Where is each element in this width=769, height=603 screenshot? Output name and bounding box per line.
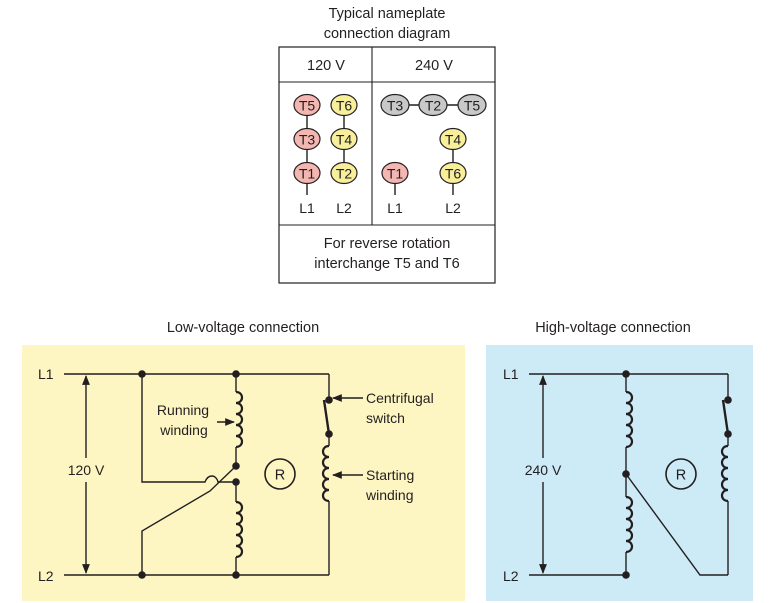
terminal-group-240v-tied: T3 T2 T5 bbox=[380, 93, 487, 117]
column-120v-header: 120 V bbox=[307, 58, 345, 74]
hv-cross-wire bbox=[625, 473, 728, 576]
terminal-t3-label: T3 bbox=[387, 98, 404, 114]
terminal-t5-label: T5 bbox=[299, 98, 316, 114]
terminal-t4 bbox=[439, 127, 467, 151]
hv-running-winding-lower bbox=[625, 495, 634, 554]
lv-junction-dot bbox=[232, 462, 240, 470]
lv-running-winding-upper bbox=[235, 390, 244, 449]
high-voltage-background bbox=[486, 345, 753, 601]
nameplate-title-line1: Typical nameplate bbox=[329, 6, 446, 22]
line-l1-label: L1 bbox=[387, 200, 403, 216]
terminal-t5-label: T5 bbox=[464, 98, 481, 114]
terminal-group-120v-l1: T5 T3 T1 L1 bbox=[293, 93, 321, 216]
hv-rotor-icon bbox=[665, 458, 697, 490]
terminal-t3 bbox=[380, 93, 410, 117]
hv-junction-dot bbox=[622, 470, 630, 478]
terminal-t5 bbox=[457, 93, 487, 117]
terminal-t4-label: T4 bbox=[336, 132, 353, 148]
terminal-t6 bbox=[439, 161, 467, 185]
low-voltage-background bbox=[22, 345, 465, 601]
hv-centrifugal-switch bbox=[721, 399, 730, 435]
lv-running-winding-lower bbox=[235, 500, 244, 559]
hv-running-winding-upper bbox=[625, 390, 634, 449]
terminal-group-240v-l2: T4 T6 L2 bbox=[439, 127, 467, 216]
terminal-t1-label: T1 bbox=[387, 166, 404, 182]
lv-starting-label-1: Starting bbox=[366, 467, 414, 483]
terminal-t4-label: T4 bbox=[445, 132, 462, 148]
line-l1-label: L1 bbox=[299, 200, 315, 216]
terminal-t1-label: T1 bbox=[299, 166, 316, 182]
hv-starting-winding bbox=[720, 444, 729, 503]
terminal-t6 bbox=[330, 93, 358, 117]
terminal-t5 bbox=[293, 93, 321, 117]
nameplate-diagram: Typical nameplate connection diagram 120… bbox=[278, 6, 496, 284]
lv-junction-dot bbox=[138, 370, 146, 378]
lv-switch-label-2: switch bbox=[366, 410, 405, 426]
nameplate-title-line2: connection diagram bbox=[324, 26, 451, 42]
terminal-t2-label: T2 bbox=[336, 166, 353, 182]
lv-junction-dot bbox=[232, 571, 240, 579]
terminal-t1 bbox=[293, 161, 321, 185]
hv-line1-label: L1 bbox=[503, 366, 519, 382]
lv-running-label-1: Running bbox=[157, 402, 209, 418]
terminal-t2 bbox=[330, 161, 358, 185]
high-voltage-title: High-voltage connection bbox=[535, 320, 691, 336]
terminal-t3 bbox=[293, 127, 321, 151]
high-voltage-panel: High-voltage connection L1 L2 240 V R bbox=[486, 320, 753, 601]
hv-switch-contact-dot bbox=[724, 396, 732, 404]
lv-switch-label-1: Centrifugal bbox=[366, 390, 434, 406]
lv-junction-dot bbox=[232, 370, 240, 378]
lv-switch-contact-dot bbox=[325, 430, 333, 438]
lv-line2-label: L2 bbox=[38, 568, 54, 584]
lv-starting-winding bbox=[321, 444, 330, 503]
terminal-group-240v-l1: T1 L1 bbox=[381, 161, 409, 216]
line-l2-label: L2 bbox=[336, 200, 352, 216]
low-voltage-title: Low-voltage connection bbox=[167, 320, 319, 336]
terminal-t1 bbox=[381, 161, 409, 185]
lv-centrifugal-switch bbox=[322, 399, 331, 435]
lv-junction-dot bbox=[138, 571, 146, 579]
hv-junction-dot bbox=[622, 370, 630, 378]
terminal-t6-label: T6 bbox=[445, 166, 462, 182]
hv-line2-label: L2 bbox=[503, 568, 519, 584]
low-voltage-panel: Low-voltage connection L1 L2 120 V Runni… bbox=[22, 320, 465, 601]
terminal-t6-label: T6 bbox=[336, 98, 353, 114]
terminal-t2-label: T2 bbox=[425, 98, 442, 114]
column-240v-header: 240 V bbox=[415, 58, 453, 74]
lv-rotor-label: R bbox=[275, 468, 285, 484]
lv-running-label-2: winding bbox=[159, 422, 207, 438]
nameplate-note-line1: For reverse rotation bbox=[324, 236, 451, 252]
nameplate-note-line2: interchange T5 and T6 bbox=[314, 256, 459, 272]
hv-junction-dot bbox=[622, 571, 630, 579]
line-l2-label: L2 bbox=[445, 200, 461, 216]
lv-switch-contact-dot bbox=[325, 396, 333, 404]
lv-rotor-icon bbox=[264, 458, 296, 490]
lv-voltage-label: 120 V bbox=[68, 462, 105, 478]
lv-cross-wire bbox=[141, 465, 237, 575]
lv-starting-label-2: winding bbox=[365, 487, 413, 503]
lv-jumper-wire bbox=[141, 374, 236, 483]
hv-switch-contact-dot bbox=[724, 430, 732, 438]
hv-voltage-label: 240 V bbox=[525, 462, 562, 478]
terminal-t3-label: T3 bbox=[299, 132, 316, 148]
terminal-group-120v-l2: T6 T4 T2 L2 bbox=[330, 93, 358, 216]
lv-line1-label: L1 bbox=[38, 366, 54, 382]
hv-rotor-label: R bbox=[676, 468, 686, 484]
lv-junction-dot bbox=[232, 478, 240, 486]
terminal-t2 bbox=[418, 93, 448, 117]
terminal-t4 bbox=[330, 127, 358, 151]
